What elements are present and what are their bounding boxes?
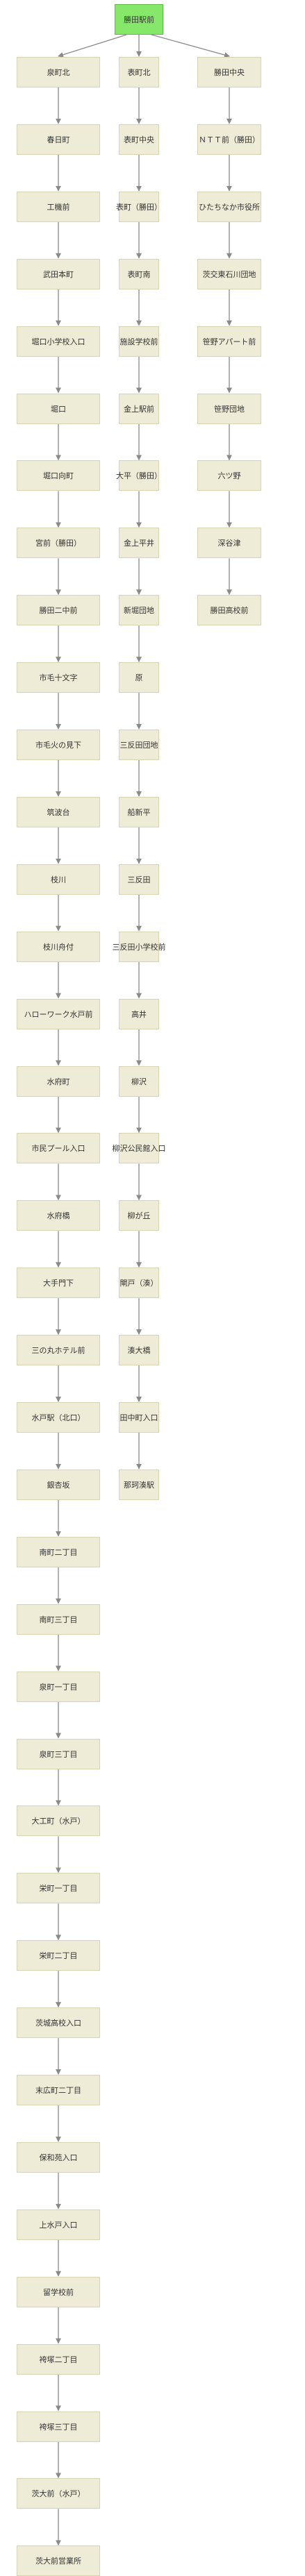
stop-node: 茨大前（水戸） <box>17 2478 100 2509</box>
edge-root-to-route-2 <box>151 34 230 58</box>
stop-node: 市毛十文字 <box>17 662 100 693</box>
stop-node: 茨交東石川団地 <box>197 258 261 289</box>
stop-node: 枝川舟付 <box>17 931 100 962</box>
stop-node: 勝田中央 <box>197 57 261 87</box>
stop-node: 金上駅前 <box>119 393 159 424</box>
stop-node: 茨城高校入口 <box>17 2007 100 2039</box>
stop-node: 柳沢 <box>119 1066 159 1097</box>
stop-node: 三反田 <box>119 864 159 895</box>
stop-node: 船新平 <box>119 796 159 827</box>
stop-node: 留学校前 <box>17 2276 100 2307</box>
stop-node: 堀口 <box>17 393 100 424</box>
stop-node: 水府町 <box>17 1066 100 1097</box>
stop-node: 那珂湊駅 <box>119 1469 159 1500</box>
edge-root-to-route-0 <box>58 34 127 58</box>
stop-node: 工機前 <box>17 191 100 222</box>
stop-node: 金上平井 <box>119 528 159 559</box>
stop-node: 茨大前営業所 <box>17 2545 100 2576</box>
stop-node: 枝川 <box>17 864 100 895</box>
stop-node: 水府橋 <box>17 1200 100 1231</box>
stop-node: 銀杏坂 <box>17 1469 100 1500</box>
stop-node: 栄町二丁目 <box>17 1940 100 1971</box>
stop-node: 六ツ野 <box>197 460 261 491</box>
stop-node: 市民プール入口 <box>17 1133 100 1164</box>
stop-node: 袴塚三丁目 <box>17 2411 100 2442</box>
stop-node: ハローワーク水戸前 <box>17 998 100 1029</box>
stop-node: 新堀団地 <box>119 595 159 626</box>
stop-node: 深谷津 <box>197 528 261 559</box>
stop-node: 柳が丘 <box>119 1200 159 1231</box>
stop-node: 表町中央 <box>119 124 159 155</box>
stop-node: 大手門下 <box>17 1268 100 1299</box>
stop-node: 泉町一丁目 <box>17 1671 100 1702</box>
stop-node: 保和苑入口 <box>17 2141 100 2173</box>
stop-node: 表町（勝田） <box>116 191 162 222</box>
stop-node: 末広町二丁目 <box>17 2075 100 2105</box>
stop-node: ひたちなか市役所 <box>197 191 261 222</box>
stop-node: 上水戸入口 <box>17 2209 100 2240</box>
stop-node: 原 <box>119 662 159 693</box>
stop-node: ＮＴＴ前（勝田） <box>197 124 261 155</box>
stop-node: 大工町（水戸） <box>17 1805 100 1837</box>
stop-node: 堀口向町 <box>17 460 100 491</box>
stop-node: 南町三丁目 <box>17 1603 100 1635</box>
stop-node: 三反田小学校前 <box>113 931 166 962</box>
stop-node: 堀口小学校入口 <box>17 326 100 357</box>
stop-node: 湊大橋 <box>119 1335 159 1366</box>
stop-node: 柳沢公民館入口 <box>113 1133 166 1164</box>
stop-node: 勝田高校前 <box>197 595 261 626</box>
stop-node: 水戸駅（北口） <box>17 1402 100 1433</box>
stop-node: 泉町北 <box>17 57 100 87</box>
stop-node: 施設学校前 <box>119 326 159 357</box>
stop-node: 三反田団地 <box>119 730 159 760</box>
stop-node: 春日町 <box>17 124 100 155</box>
stop-node: 笹野アパート前 <box>197 326 261 357</box>
stop-node: 田中町入口 <box>119 1402 159 1433</box>
stop-node: 宮前（勝田） <box>17 528 100 559</box>
stop-node: 南町二丁目 <box>17 1536 100 1567</box>
stop-node: 勝田二中前 <box>17 595 100 626</box>
stop-node: 三の丸ホテル前 <box>17 1335 100 1366</box>
stop-node: 筑波台 <box>17 796 100 827</box>
stop-node: 武田本町 <box>17 258 100 289</box>
stop-node: 大平（勝田） <box>116 460 162 491</box>
root-node: 勝田駅前 <box>115 4 163 35</box>
stop-node: 栄町一丁目 <box>17 1873 100 1904</box>
stop-node: 笹野団地 <box>197 393 261 424</box>
stop-node: 袴塚二丁目 <box>17 2343 100 2375</box>
stop-node: 閘戸（湊） <box>119 1268 159 1299</box>
stop-node: 市毛火の見下 <box>17 730 100 760</box>
stop-node: 表町南 <box>119 258 159 289</box>
stop-node: 表町北 <box>119 57 159 87</box>
stop-node: 高井 <box>119 998 159 1029</box>
stop-node: 泉町三丁目 <box>17 1738 100 1769</box>
